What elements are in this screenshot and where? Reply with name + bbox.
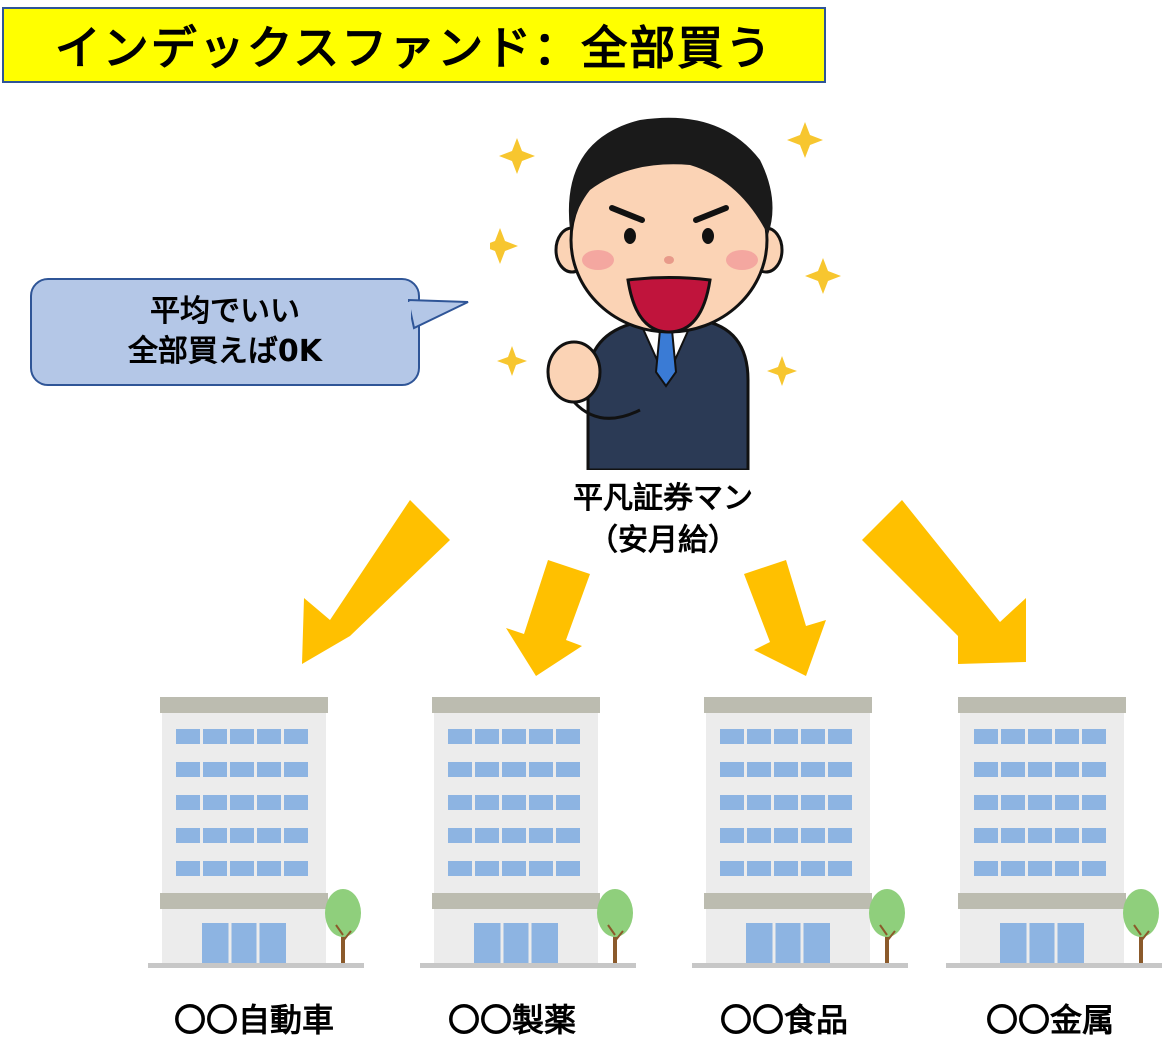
businessman-illustration — [490, 117, 841, 470]
building-automotive — [148, 697, 364, 968]
building-metal — [946, 697, 1162, 968]
speech-bubble-tail — [408, 298, 469, 330]
company-label-food: 〇〇食品 — [719, 1001, 848, 1039]
company-label-automotive: 〇〇自動車 — [173, 1001, 334, 1039]
speech-line-2: 全部買えば0K — [127, 334, 323, 369]
speech-line-1: 平均でいい — [150, 294, 300, 329]
arrow-left-inner — [506, 560, 590, 676]
person-salary-note: （安月給） — [588, 523, 738, 558]
company-label-metal: 〇〇金属 — [985, 1001, 1114, 1039]
person-label: 平凡証券マン （安月給） — [545, 478, 781, 562]
arrow-right-outer — [862, 500, 1026, 664]
company-label-pharma: 〇〇製薬 — [447, 1001, 576, 1039]
arrow-left-outer — [302, 500, 450, 664]
person-name: 平凡証券マン — [573, 481, 753, 516]
building-food — [692, 697, 908, 968]
title-banner: インデックスファンド：全部買う — [2, 7, 826, 83]
speech-bubble: 平均でいい 全部買えば0K — [30, 278, 420, 386]
arrow-right-inner — [744, 560, 826, 676]
building-pharma — [420, 697, 636, 968]
page-title: インデックスファンド：全部買う — [54, 21, 774, 75]
sparkle-icons — [490, 122, 841, 386]
